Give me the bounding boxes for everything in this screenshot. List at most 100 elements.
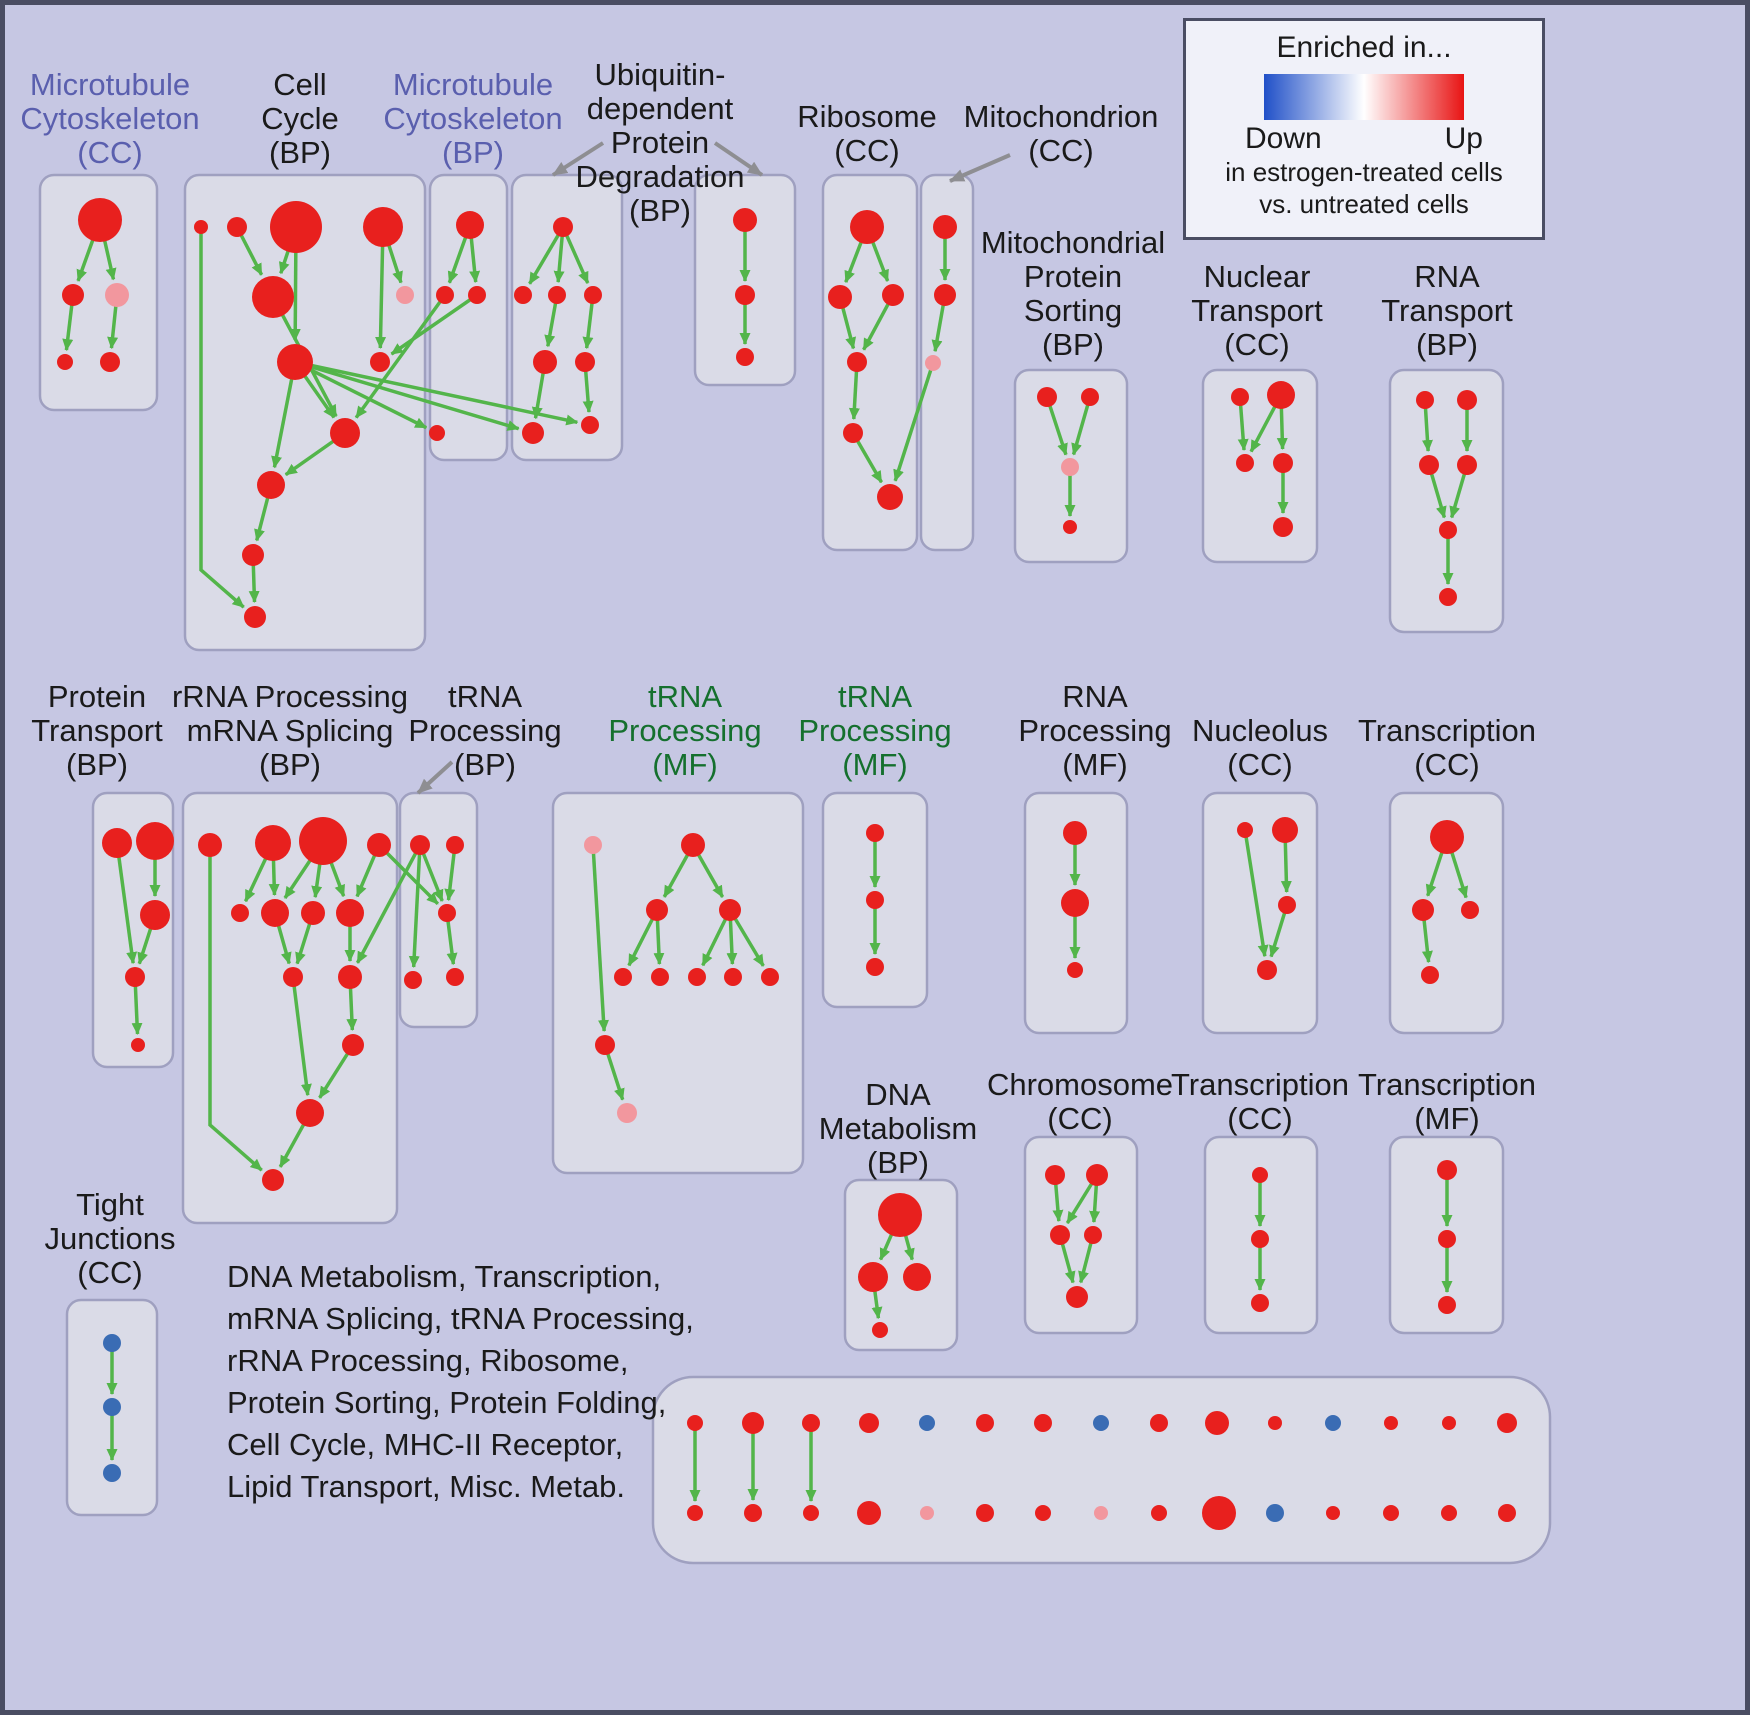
go-node-trb1: [410, 835, 430, 855]
go-node-rib2: [828, 285, 852, 309]
go-node-chr1: [1045, 1165, 1065, 1185]
go-node-msa15: [1497, 1413, 1517, 1433]
go-node-msb9: [1151, 1505, 1167, 1521]
edge-arrow: [354, 293, 447, 419]
go-node-rrp3: [299, 817, 347, 865]
go-node-cc5: [252, 276, 294, 318]
go-node-msb7: [1035, 1505, 1051, 1521]
group-box-pt: [91, 791, 175, 1069]
go-node-uba7: [522, 422, 544, 444]
go-node-cc3: [270, 201, 322, 253]
go-node-tmf6: [651, 968, 669, 986]
edge-arrow: [528, 226, 565, 285]
go-node-tcc4: [1421, 966, 1439, 984]
go-node-rnt6: [1439, 588, 1457, 606]
bottom-note-line-4: Protein Sorting, Protein Folding,: [227, 1385, 666, 1420]
go-node-mcc5: [100, 352, 120, 372]
go-node-tmf4: [719, 899, 741, 921]
legend: Enriched in... Down Up in estrogen-treat…: [1183, 18, 1545, 240]
edge-arrow: [355, 844, 422, 964]
go-node-uba2: [514, 286, 532, 304]
group-box-chr: [1023, 1135, 1139, 1335]
legend-subtitle-line1: in estrogen-treated cells: [1225, 157, 1503, 187]
go-node-rrp11: [342, 1034, 364, 1056]
go-node-trm3: [1438, 1296, 1456, 1314]
go-node-msa9: [1150, 1414, 1168, 1432]
go-node-msb5: [920, 1506, 934, 1520]
bottom-note-line-2: mRNA Splicing, tRNA Processing,: [227, 1301, 694, 1336]
go-node-rrp5: [231, 904, 249, 922]
group-box-mcc: [38, 173, 159, 412]
go-node-uba8: [581, 416, 599, 434]
go-node-mps2: [1081, 388, 1099, 406]
go-node-cc2: [227, 217, 247, 237]
go-node-nuc3: [1278, 896, 1296, 914]
legend-subtitle-line2: vs. untreated cells: [1259, 189, 1469, 219]
go-node-rrp6: [261, 899, 289, 927]
go-node-mcc2: [62, 284, 84, 306]
go-node-rpm3: [1067, 962, 1083, 978]
go-node-msb15: [1498, 1504, 1516, 1522]
go-node-rpm1: [1063, 821, 1087, 845]
go-node-msb10: [1202, 1496, 1236, 1530]
go-node-chr2: [1086, 1164, 1108, 1186]
group-label-nuc: Nucleolus(CC): [1192, 713, 1328, 782]
go-node-ntc2: [1267, 381, 1295, 409]
go-node-msa10: [1205, 1411, 1229, 1435]
group-label-tra: Transcription(CC): [1171, 1067, 1349, 1136]
go-node-ubb3: [736, 348, 754, 366]
go-node-dna3: [903, 1263, 931, 1291]
go-node-mcc3: [105, 283, 129, 307]
go-node-ntc1: [1231, 388, 1249, 406]
group-box-rnt: [1388, 368, 1505, 634]
go-node-dna4: [872, 1322, 888, 1338]
go-node-rrp2: [255, 825, 291, 861]
go-node-ubb2: [735, 285, 755, 305]
go-node-tmf8: [724, 968, 742, 986]
group-box-misc: [651, 1375, 1552, 1565]
go-node-cc10: [257, 471, 285, 499]
go-node-tm23: [866, 958, 884, 976]
edge-arrow: [199, 227, 245, 609]
go-node-msa5: [919, 1415, 935, 1431]
go-node-nuc2: [1272, 817, 1298, 843]
legend-title: Enriched in...: [1276, 31, 1452, 64]
go-node-mtb1: [456, 211, 484, 239]
label-pointer-arrow: [949, 153, 1011, 183]
go-node-ntc3: [1236, 454, 1254, 472]
edge-arrow: [294, 360, 579, 426]
go-node-msa8: [1093, 1415, 1109, 1431]
go-node-tmf3: [646, 899, 668, 921]
edge-arrow: [418, 844, 444, 902]
go-node-ntc4: [1273, 453, 1293, 473]
legend-updown-row: Down Up: [1245, 122, 1483, 156]
bottom-note-line-1: DNA Metabolism, Transcription,: [227, 1259, 661, 1294]
go-node-uba1: [553, 217, 573, 237]
go-node-tmf9: [761, 968, 779, 986]
go-node-mit1: [933, 215, 957, 239]
go-node-msb6: [976, 1504, 994, 1522]
go-node-mps4: [1063, 520, 1077, 534]
group-label-mit: Mitochondrion(CC): [964, 99, 1159, 168]
edge-arrow: [375, 226, 387, 350]
edge-arrow: [208, 845, 263, 1172]
go-node-rib3: [882, 284, 904, 306]
edge-arrow: [893, 362, 935, 482]
go-node-tj3: [103, 1464, 121, 1482]
go-node-mit2: [934, 284, 956, 306]
go-node-rib5: [843, 423, 863, 443]
bottom-note-line-5: Cell Cycle, MHC-II Receptor,: [227, 1427, 623, 1462]
go-node-cc4: [363, 207, 403, 247]
go-node-msb3: [803, 1505, 819, 1521]
bottom-note-line-3: rRNA Processing, Ribosome,: [227, 1343, 628, 1378]
group-box-nuc: [1201, 791, 1319, 1035]
group-box-rrp: [181, 791, 399, 1225]
